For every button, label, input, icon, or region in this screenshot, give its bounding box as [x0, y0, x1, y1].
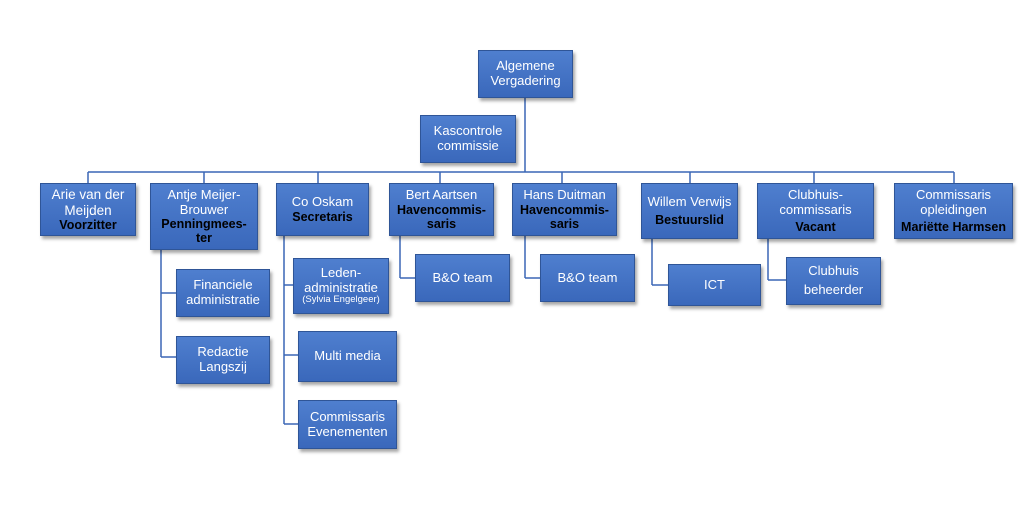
- leden-line1: Leden-: [320, 265, 362, 281]
- havencommissaris-2-role-line1: Havencommis-: [520, 202, 609, 217]
- commissaris-evenementen-box: Commissaris Evenementen: [298, 400, 397, 449]
- kascontrole-line1: Kascontrole: [433, 123, 503, 139]
- financiele-line1: Financiele: [193, 277, 253, 293]
- multi-media-box: Multi media: [298, 331, 397, 382]
- penningmeester-name-line1: Antje Meijer-: [167, 186, 241, 202]
- havencommissaris-1-role-line1: Havencommis-: [397, 202, 486, 217]
- secretaris-box: Co Oskam Secretaris: [276, 183, 369, 236]
- commissaris-opleidingen-box: Commissaris opleidingen Mariëtte Harmsen: [894, 183, 1013, 239]
- voorzitter-name-line2: Meijden: [64, 202, 112, 218]
- havencommissaris-1-role-line2: saris: [426, 216, 457, 231]
- voorzitter-name-line1: Arie van der: [51, 187, 125, 203]
- financiele-line2: administratie: [186, 292, 260, 307]
- kascontrole-commissie-box: Kascontrole commissie: [420, 115, 516, 163]
- multi-media-label: Multi media: [314, 348, 381, 364]
- evenementen-line1: Commissaris: [309, 408, 386, 424]
- ict-label: ICT: [704, 276, 725, 292]
- havencommissaris-1-name: Bert Aartsen: [405, 187, 478, 203]
- bo-team-1-box: B&O team: [415, 254, 510, 302]
- redactie-line1: Redactie: [197, 344, 249, 360]
- voorzitter-role: Voorzitter: [59, 217, 117, 232]
- leden-line2: administratie: [304, 279, 378, 295]
- havencommissaris-1-box: Bert Aartsen Havencommis- saris: [389, 183, 494, 236]
- kascontrole-line2: commissie: [437, 138, 499, 153]
- voorzitter-box: Arie van der Meijden Voorzitter: [40, 183, 136, 236]
- ledenadministratie-box: Leden- administratie (Sylvia Engelgeer): [293, 258, 389, 314]
- secretaris-name: Co Oskam: [291, 194, 354, 210]
- penningmeester-role-line1: Penningmees-: [161, 217, 247, 232]
- secretaris-role: Secretaris: [292, 209, 353, 224]
- clubhuis-commissaris-line1: Clubhuis-: [788, 186, 843, 202]
- havencommissaris-2-name: Hans Duitman: [523, 187, 606, 203]
- evenementen-line2: Evenementen: [307, 423, 388, 439]
- clubhuis-beheerder-line1: Clubhuis: [808, 263, 859, 279]
- penningmeester-box: Antje Meijer- Brouwer Penningmees- ter: [150, 183, 258, 250]
- clubhuis-commissaris-line2: commissaris: [779, 201, 852, 217]
- bo-team-1-label: B&O team: [432, 269, 493, 285]
- leden-line3: (Sylvia Engelgeer): [302, 294, 380, 306]
- clubhuis-beheerder-line2: beheerder: [803, 282, 864, 297]
- clubhuis-commissaris-role: Vacant: [795, 220, 836, 235]
- havencommissaris-2-box: Hans Duitman Havencommis- saris: [512, 183, 617, 236]
- ict-box: ICT: [668, 264, 761, 306]
- commissaris-opleidingen-line2: opleidingen: [920, 201, 987, 217]
- clubhuis-commissaris-box: Clubhuis- commissaris Vacant: [757, 183, 874, 239]
- redactie-langszij-box: Redactie Langszij: [176, 336, 270, 384]
- clubhuis-beheerder-box: Clubhuis beheerder: [786, 257, 881, 305]
- bestuurslid-box: Willem Verwijs Bestuurslid: [641, 183, 738, 239]
- bestuurslid-role: Bestuurslid: [655, 213, 724, 228]
- redactie-line2: Langszij: [199, 359, 247, 374]
- algemene-vergadering-box: Algemene Vergadering: [478, 50, 573, 98]
- penningmeester-name-line2: Brouwer: [179, 201, 229, 217]
- commissaris-opleidingen-line1: Commissaris: [915, 186, 992, 202]
- bo-team-2-label: B&O team: [557, 269, 618, 285]
- penningmeester-role-line2: ter: [196, 231, 212, 246]
- financiele-administratie-box: Financiele administratie: [176, 269, 270, 317]
- commissaris-opleidingen-role: Mariëtte Harmsen: [901, 220, 1006, 235]
- bo-team-2-box: B&O team: [540, 254, 635, 302]
- algemene-vergadering-line2: Vergadering: [490, 73, 561, 88]
- bestuurslid-name: Willem Verwijs: [647, 193, 732, 209]
- algemene-vergadering-line1: Algemene: [496, 58, 555, 74]
- havencommissaris-2-role-line2: saris: [549, 216, 580, 231]
